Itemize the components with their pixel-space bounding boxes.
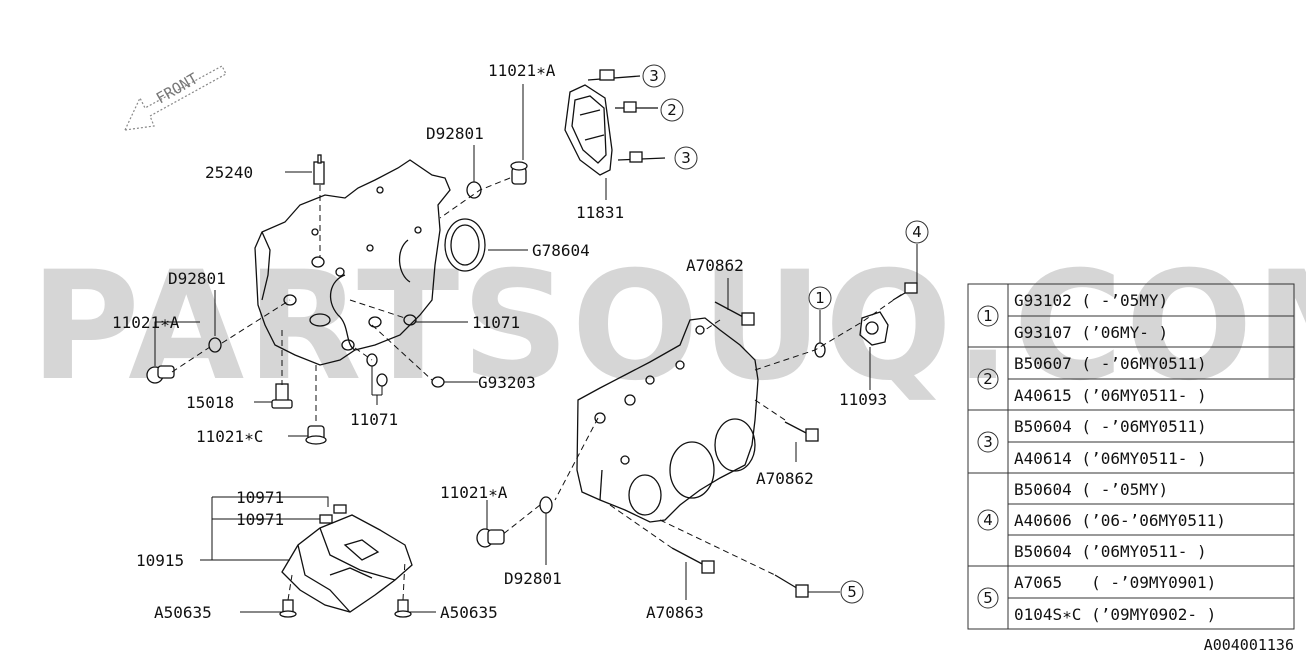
legend-ref-circle-1 [977,305,999,327]
nut-25240 [311,256,325,268]
label-10971-a[interactable]: 10971 [236,488,284,507]
bolt-a70862-top[interactable] [714,301,755,326]
legend-ref-3: 3 [983,433,993,451]
legend-row-2a[interactable]: B50607 ( -’06MY0511) [1014,354,1207,373]
legend-row-1b[interactable]: G93107 (’06MY- ) [1014,323,1168,342]
front-arrow-icon: FRONT [123,65,227,131]
bolt-3-bottom[interactable] [617,151,666,163]
washer-d92801-left[interactable] [208,337,222,353]
label-11021a-bottom[interactable]: 11021∗A [440,483,508,502]
label-a70862-top[interactable]: A70862 [686,256,744,275]
bolt-2[interactable] [615,101,658,113]
label-g78604[interactable]: G78604 [532,241,590,260]
legend-ref-circle-2 [977,368,999,390]
label-10971-b[interactable]: 10971 [236,510,284,529]
callout-circle-1 [808,286,832,310]
legend-row-1a[interactable]: G93102 ( -’05MY) [1014,291,1168,310]
cover-plate-11831[interactable] [564,84,613,176]
plate-10971-a[interactable] [333,504,347,514]
label-25240[interactable]: 25240 [205,163,253,182]
callout-num-4: 4 [912,223,922,241]
legend-row-3b[interactable]: A40614 (’06MY0511- ) [1014,449,1207,468]
callout-num-5: 5 [847,583,857,601]
label-a70862-right[interactable]: A70862 [756,469,814,488]
pipe-bracket-11093[interactable] [859,311,889,346]
label-a50635-left[interactable]: A50635 [154,603,212,622]
bolt-a70863[interactable] [671,547,715,574]
legend-row-5a[interactable]: A7065 ( -’09MY0901) [1014,573,1216,592]
bolt-5[interactable] [774,574,809,598]
legend-row-4c[interactable]: B50604 (’06MY0511- ) [1014,542,1207,561]
plug-11021a-left[interactable] [146,365,175,384]
legend-row-3a[interactable]: B50604 ( -’06MY0511) [1014,417,1207,436]
bolt-a50635-left[interactable] [279,599,297,618]
label-11071-b[interactable]: 11071 [350,410,398,429]
legend-ref-1: 1 [983,307,993,325]
callout-num-3-bottom: 3 [681,149,691,167]
legend-row-2b[interactable]: A40615 (’06MY0511- ) [1014,386,1207,405]
label-15018[interactable]: 15018 [186,393,234,412]
washer-d92801-bottom[interactable] [539,496,553,514]
legend-ref-circle-5 [977,587,999,609]
callout-num-1: 1 [815,289,825,307]
oil-pan-baffle-10915[interactable] [281,514,413,613]
callout-circle-2 [660,98,684,122]
figure-code: A004001136 [1204,636,1294,653]
plug-11021c[interactable] [305,425,327,445]
legend-row-4a[interactable]: B50604 ( -’05MY) [1014,480,1168,499]
cylinder-block-left[interactable] [254,159,451,366]
plug-11021a-bottom[interactable] [476,528,505,548]
label-11021c[interactable]: 11021∗C [196,427,263,446]
callout-circle-3-bottom [674,146,698,170]
legend-ref-circle-3 [977,431,999,453]
bolt-3-top[interactable] [587,69,641,81]
bolt-a70862-right[interactable] [784,421,819,442]
label-11831[interactable]: 11831 [576,203,624,222]
label-10915[interactable]: 10915 [136,551,184,570]
callout-circle-4 [905,220,929,244]
oil-seal[interactable] [444,218,486,272]
plug-11021a-top[interactable] [510,161,528,185]
label-a70863[interactable]: A70863 [646,603,704,622]
front-label: FRONT [153,69,201,107]
legend-ref-circle-4 [977,509,999,531]
cylinder-block-right[interactable] [576,317,759,523]
label-d92801-left[interactable]: D92801 [168,269,226,288]
legend-table: 1 G93102 ( -’05MY) G93107 (’06MY- ) 2 B5… [967,283,1295,630]
label-11071-a[interactable]: 11071 [472,313,520,332]
label-d92801-top[interactable]: D92801 [426,124,484,143]
label-11021a-top[interactable]: 11021∗A [488,61,556,80]
label-11093[interactable]: 11093 [839,390,887,409]
legend-ref-4: 4 [983,511,993,529]
o-ring-11071-a[interactable] [403,314,417,326]
callout-circle-5 [840,580,864,604]
callout-num-2: 2 [667,101,677,119]
bolt-a50635-right[interactable] [394,599,412,618]
legend-ref-2: 2 [983,370,993,388]
callout-num-3-top: 3 [649,67,659,85]
callout-circle-3-top [642,64,666,88]
sensor-25240[interactable] [313,154,325,185]
label-11021a-left[interactable]: 11021∗A [112,313,180,332]
label-a50635-right[interactable]: A50635 [440,603,498,622]
legend-row-5b[interactable]: 0104S∗C (’09MY0902- ) [1014,605,1216,624]
legend-row-4b[interactable]: A40606 (’06-’06MY0511) [1014,511,1226,530]
plate-10971-b[interactable] [319,514,333,524]
label-g93203[interactable]: G93203 [478,373,536,392]
washer-d92801-top[interactable] [466,181,482,199]
watermark-text: PARTSOUQ.COM [30,240,1306,414]
legend-ref-5: 5 [983,589,993,607]
label-d92801-bottom[interactable]: D92801 [504,569,562,588]
